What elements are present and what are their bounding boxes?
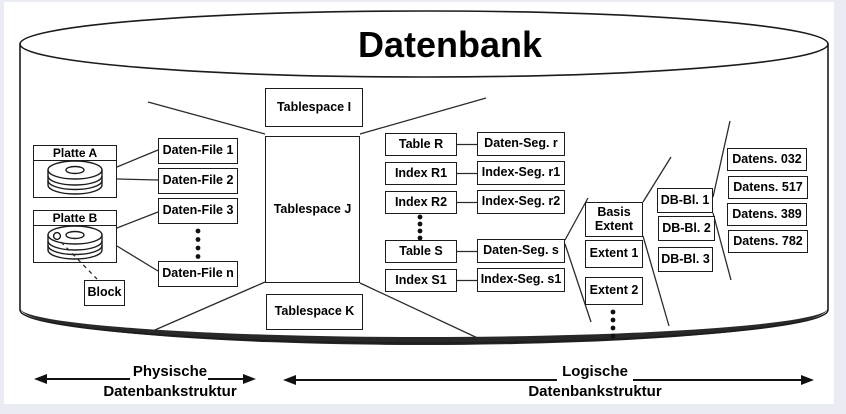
- box-db-block-3: DB-Bl. 3: [658, 247, 713, 272]
- box-record-517: Datens. 517: [728, 176, 808, 199]
- box-tablespace-j: Tablespace J: [265, 136, 360, 283]
- logical-structure-line1: Logische: [562, 363, 628, 380]
- box-tablespace-k: Tablespace K: [266, 294, 363, 330]
- box-index-r2: Index R2: [385, 191, 457, 214]
- box-tablespace-i: Tablespace I: [265, 88, 363, 127]
- disk-label: Platte B: [34, 211, 116, 226]
- box-index-r1: Index R1: [385, 162, 457, 185]
- box-db-block-1: DB-Bl. 1: [657, 188, 713, 213]
- box-block: Block: [84, 280, 125, 306]
- physical-structure-line1: Physische: [132, 363, 208, 380]
- box-daten-file-3: Daten-File 3: [158, 198, 238, 224]
- box-extent-2: Extent 2: [585, 277, 643, 305]
- box-db-block-2: DB-Bl. 2: [658, 216, 715, 241]
- physical-structure-line2: Datenbankstruktur: [103, 383, 237, 400]
- box-table-r: Table R: [385, 133, 457, 156]
- disk-box-platte-a: Platte A: [33, 145, 117, 198]
- box-daten-seg-r: Daten-Seg. r: [477, 132, 565, 156]
- box-index-s1: Index S1: [385, 269, 457, 292]
- box-record-389: Datens. 389: [727, 203, 807, 226]
- diagram-title: Datenbank: [357, 24, 543, 65]
- disk-label: Platte A: [34, 146, 116, 161]
- box-index-seg-r2: Index-Seg. r2: [477, 190, 565, 214]
- box-index-seg-r1: Index-Seg. r1: [477, 161, 565, 185]
- box-basis-extent: Basis Extent: [585, 202, 643, 237]
- box-table-s: Table S: [385, 240, 457, 263]
- box-daten-file-2: Daten-File 2: [158, 168, 238, 194]
- box-daten-file-1: Daten-File 1: [158, 138, 238, 164]
- box-daten-file-n: Daten-File n: [158, 261, 238, 287]
- box-record-782: Datens. 782: [728, 230, 808, 253]
- physical-structure-label: Physische Datenbankstruktur: [85, 362, 255, 402]
- disk-box-platte-b: Platte B: [33, 210, 117, 263]
- box-record-032: Datens. 032: [727, 148, 807, 171]
- box-daten-seg-s: Daten-Seg. s: [477, 239, 565, 263]
- logical-structure-label: Logische Datenbankstruktur: [510, 362, 680, 402]
- logical-structure-line2: Datenbankstruktur: [528, 383, 662, 400]
- box-index-seg-s1: Index-Seg. s1: [477, 268, 565, 292]
- box-extent-1: Extent 1: [585, 240, 643, 268]
